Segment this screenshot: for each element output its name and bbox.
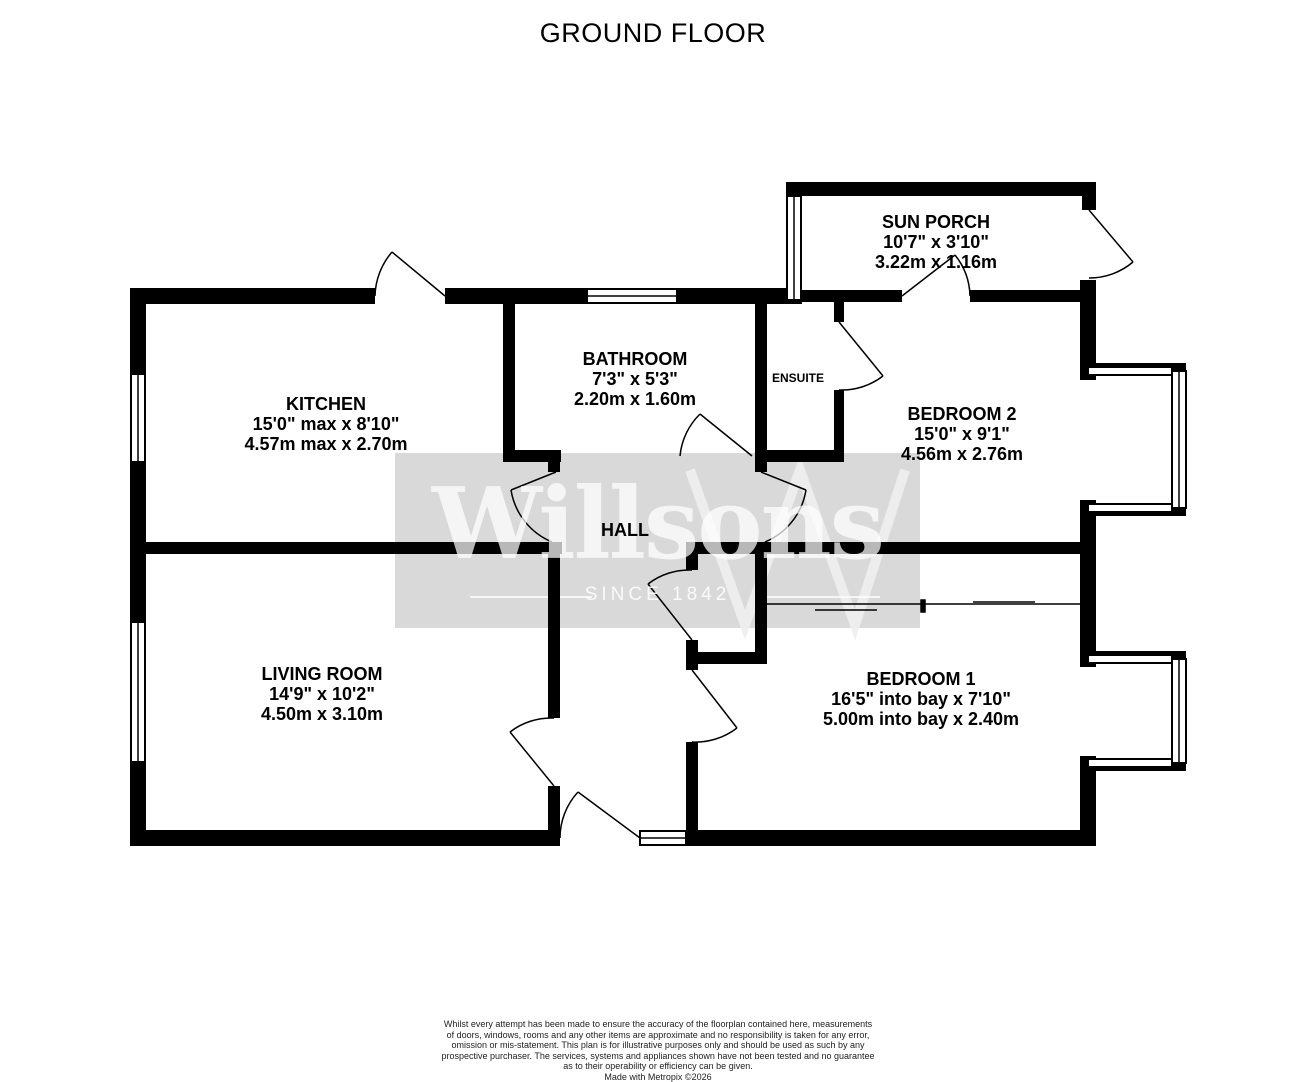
wall-porch-south-a [800,290,902,302]
disclaimer-line: as to their operability or efficiency ca… [420,1061,896,1072]
room-name: BEDROOM 1 [796,669,1046,689]
room-name: KITCHEN [196,394,456,414]
room-name: BATHROOM [535,349,735,369]
wall-porch-south-b [970,290,1096,302]
wall-north-bath [677,288,802,304]
window-bay1-bottom [1088,759,1172,767]
wall-ensuite-south [755,450,844,462]
wall-porch-east [1082,182,1096,210]
wall-north-kitchen-b [445,288,587,304]
room-dim-metric: 5.00m into bay x 2.40m [796,709,1046,729]
room-kitchen: KITCHEN 15'0" max x 8'10" 4.57m max x 2.… [196,394,456,454]
wall-south-bed1 [686,830,1096,846]
door-bathroom [700,414,752,456]
room-dim-imperial: 7'3" x 5'3" [535,369,735,389]
wall-porch-west-top [786,182,800,196]
room-dim-imperial: 14'9" x 10'2" [222,684,422,704]
room-dim-metric: 4.56m x 2.76m [862,444,1062,464]
disclaimer-line: of doors, windows, rooms and any other i… [420,1030,896,1041]
wall-bath-west [503,288,515,460]
window-bay2-top [1088,367,1172,375]
room-bathroom: BATHROOM 7'3" x 5'3" 2.20m x 1.60m [535,349,735,409]
disclaimer: Whilst every attempt has been made to en… [420,1019,896,1082]
room-dim-metric: 4.57m max x 2.70m [196,434,456,454]
room-name: LIVING ROOM [222,664,422,684]
door-front [578,792,640,838]
room-ensuite: ENSUITE [772,371,824,385]
watermark-since: SINCE 1842 [395,584,920,606]
disclaimer-line: prospective purchaser. The services, sys… [420,1051,896,1062]
wall-bed1-east-upper [1080,552,1096,667]
disclaimer-credit: Made with Metropix ©2026 [420,1072,896,1082]
wall-west-mid [130,462,146,622]
disclaimer-line: Whilst every attempt has been made to en… [420,1019,896,1030]
room-dim-metric: 3.22m x 1.16m [836,252,1036,272]
disclaimer-line: omission or mis-statement. This plan is … [420,1040,896,1051]
door-porch-exterior [1089,210,1133,262]
door-kitchen-exterior [392,252,445,296]
wall-north-kitchen [130,288,375,304]
room-dim-imperial: 15'0" max x 8'10" [196,414,456,434]
room-dim-imperial: 15'0" x 9'1" [862,424,1062,444]
room-dim-metric: 4.50m x 3.10m [222,704,422,724]
room-dim-imperial: 16'5" into bay x 7'10" [796,689,1046,709]
wall-porch-north [786,182,1096,196]
door-bedroom1 [692,670,737,728]
door-ensuite [839,322,883,376]
wall-bath-east [755,288,767,472]
room-name: BEDROOM 2 [862,404,1062,424]
wall-cupboard-west-lower [686,640,698,670]
window-bay1-top [1088,655,1172,663]
wall-living-hall-lower [548,786,560,846]
room-sun-porch: SUN PORCH 10'7" x 3'10" 3.22m x 1.16m [836,212,1036,272]
room-name: HALL [575,520,675,540]
door-living [510,732,554,786]
wall-ensuite-east-upper [834,300,844,322]
wall-south-living [130,830,560,846]
room-hall: HALL [575,520,675,540]
room-dim-imperial: 10'7" x 3'10" [836,232,1036,252]
room-living-room: LIVING ROOM 14'9" x 10'2" 4.50m x 3.10m [222,664,422,724]
room-bedroom-1: BEDROOM 1 16'5" into bay x 7'10" 5.00m i… [796,669,1046,729]
wall-hall-east-lower [686,742,698,846]
window-bay2-bottom [1088,504,1172,512]
room-dim-metric: 2.20m x 1.60m [535,389,735,409]
room-name: SUN PORCH [836,212,1036,232]
room-bedroom-2: BEDROOM 2 15'0" x 9'1" 4.56m x 2.76m [862,404,1062,464]
